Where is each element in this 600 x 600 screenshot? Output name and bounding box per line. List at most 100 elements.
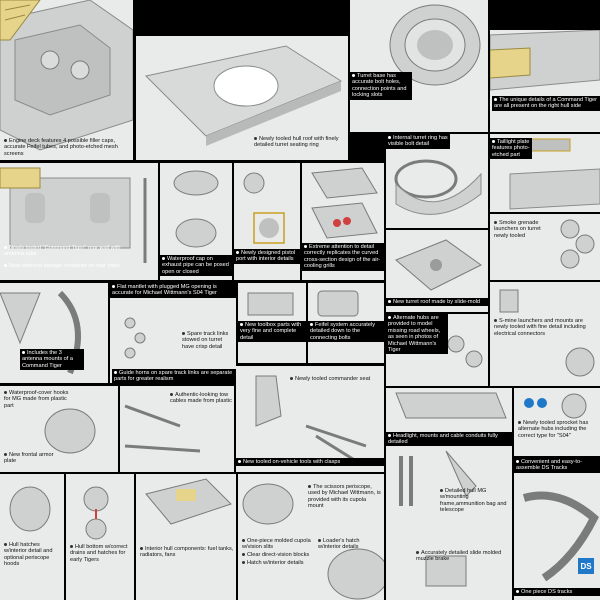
caption-command-details: The unique details of a Command Tiger ar… (492, 96, 600, 111)
caption-loader-hatch: Loader's hatch w/interior details (318, 538, 360, 551)
caption-turret-ring: Internal turret ring has visible bolt de… (386, 134, 450, 149)
rear-wall-illustration (0, 167, 147, 263)
panel-turret-ring: Internal turret ring has visible bolt de… (386, 134, 488, 228)
panel-smine: S-mine launchers and mounts are newly to… (490, 282, 600, 386)
mantlet-illustration (124, 317, 146, 359)
panel-rear-wall: Newly tooled "Command Tiger" rear wall w… (0, 163, 158, 280)
panel-hull-mg: Detailed hull MG w/mounting frame,ammuni… (386, 446, 512, 600)
hull-hatches-illustration (9, 486, 51, 532)
panel-cupola: The scissors periscope, used by Michael … (238, 474, 384, 600)
taillight-illustration (509, 138, 600, 210)
panel-tow-cables: Authentic-looking tow cables made from p… (120, 386, 234, 472)
panel-turret-base: Turret base has accurate bolt holes, con… (350, 0, 488, 132)
caption-engine-deck: Engine deck features 4 possible filler c… (4, 138, 118, 157)
panel-pistol-port: Newly designed pistol port with interior… (234, 163, 300, 280)
caption-rear-wall: Newly tooled "Command Tiger" rear wall w… (4, 245, 121, 258)
caption-mantlet: Flat mantlet with plugged MG opening is … (110, 283, 236, 298)
panel-spacer-top-right (490, 0, 600, 28)
panel-hull-hatches: Hull hatches w/interior detail and optio… (0, 474, 64, 600)
caption-turret-roof: New turret roof made by slide-mold (386, 298, 488, 307)
panel-mantlet: Flat mantlet with plugged MG opening is … (110, 283, 236, 383)
caption-cupola: One-piece molded cupola w/vision slits (242, 538, 311, 551)
caption-hull-hatches: Hull hatches w/interior detail and optio… (4, 542, 53, 568)
headlight-illustration (395, 392, 507, 419)
feifel-illustration (317, 290, 359, 317)
panel-ds-tracks: Convenient and easy-to-assemble DS Track… (514, 458, 600, 600)
panel-mg-covers: Waterproof-cover hooks for MG made from … (0, 386, 118, 472)
ds-logo: DS (578, 558, 594, 574)
panel-exhaust-cap: Waterproof cap on exhaust pipe can be po… (160, 163, 232, 280)
caption-hull-roof: Newly tooled hull roof with finely detai… (254, 136, 339, 149)
caption-periscope: The scissors periscope, used by Michael … (308, 484, 381, 510)
caption-alternate-hubs: Alternate hubs are provided to model mis… (386, 314, 448, 355)
caption-ds-tracks-assemble: Convenient and easy-to-assemble DS Track… (514, 458, 600, 473)
caption-muzzle-brake: Accurately detailed slide molded muzzle … (416, 550, 502, 563)
panel-hull-bottom: Hull bottom w/correct drains and hatches… (66, 474, 134, 600)
smine-illustration (499, 289, 595, 377)
caption-frontal-armor: New frontal armor plate (4, 452, 54, 465)
pistol-port-illustration (243, 172, 285, 244)
caption-interior-components: Interior hull components: fuel tanks, ra… (140, 546, 234, 559)
exhaust-cap-illustration (173, 170, 219, 248)
caption-smine: S-mine launchers and mounts are newly to… (494, 318, 586, 337)
caption-vision-blocks: Clear direct-vision blocks (242, 552, 322, 558)
alternate-hubs-illustration (447, 335, 483, 368)
turret-ring-illustration (394, 159, 482, 215)
panel-toolbox: New toolbox parts with very fine and com… (238, 283, 306, 363)
caption-antenna-storage: New antenna storage container on rear pl… (4, 263, 134, 269)
panel-smoke-launchers: Smoke grenade launchers on turret newly … (490, 214, 600, 280)
command-details-illustration (490, 30, 600, 91)
panel-interior: Interior hull components: fuel tanks, ra… (136, 474, 236, 600)
caption-guide-horns: Guide horns on spare track links are sep… (112, 369, 236, 383)
panel-command-details: The unique details of a Command Tiger ar… (490, 30, 600, 132)
panel-hull-roof: Newly tooled hull roof with finely detai… (136, 36, 348, 160)
caption-ds-tracks: One piece DS tracks (514, 588, 600, 597)
commander-seat-illustration (255, 375, 367, 463)
caption-exhaust-cap: Waterproof cap on exhaust pipe can be po… (160, 255, 232, 277)
caption-antenna-mounts: Includes the 3 antenna mounts of a Comma… (20, 349, 84, 371)
panel-spacer-top (136, 0, 348, 34)
turret-roof-illustration (395, 239, 482, 291)
panel-turret-roof: New turret roof made by slide-mold (386, 230, 488, 312)
air-grills-illustration (311, 167, 378, 239)
panel-air-grills: Extreme attention to detail correctly re… (302, 163, 384, 280)
caption-commander-seat: Newly tooled commander seat (290, 376, 382, 382)
panel-feifel: Feifel system accurately detailed down t… (308, 283, 384, 363)
panel-antenna-mounts: Includes the 3 antenna mounts of a Comma… (0, 283, 108, 383)
caption-turret-base: Turret base has accurate bolt holes, con… (350, 72, 412, 100)
hull-roof-illustration (144, 45, 343, 146)
toolbox-illustration (247, 292, 294, 316)
caption-hull-mg: Detailed hull MG w/mounting frame,ammuni… (440, 488, 507, 514)
caption-spare-track: Spare track links stowed on turret have … (182, 331, 229, 350)
caption-toolbox: New toolbox parts with very fine and com… (238, 321, 306, 343)
tow-cables-illustration (124, 404, 201, 453)
frontal-armor-illustration (44, 408, 96, 454)
caption-feifel: Feifel system accurately detailed down t… (308, 321, 384, 343)
smoke-launchers-illustration (560, 219, 595, 269)
caption-headlight: Headlight, mounts and cable conduits ful… (386, 432, 512, 444)
cupola-illustration (242, 483, 384, 600)
engine-deck-illustration (0, 0, 133, 151)
periscope-illustration (399, 450, 477, 587)
panel-taillight: Taillight plate features photo-etched pa… (490, 134, 600, 212)
panel-headlight: Headlight, mounts and cable conduits ful… (386, 388, 512, 444)
sprocket-illustration (524, 393, 587, 419)
caption-tow-cables: Authentic-looking tow cables made from p… (170, 392, 232, 405)
ds-tracks-illustration (522, 491, 599, 582)
caption-air-grills: Extreme attention to detail correctly re… (302, 243, 384, 271)
caption-sprocket: Newly tooled sprocket has alternate hubs… (518, 420, 589, 439)
caption-hull-bottom: Hull bottom w/correct drains and hatches… (70, 544, 128, 563)
caption-mg-covers: Waterproof-cover hooks for MG made from … (4, 390, 69, 409)
caption-hatch-interior: Hatch w/interior details (242, 560, 322, 566)
interior-illustration (145, 478, 232, 525)
panel-alternate-hubs: Alternate hubs are provided to model mis… (386, 314, 488, 386)
caption-pistol-port: Newly designed pistol port with interior… (234, 249, 300, 264)
caption-taillight: Taillight plate features photo-etched pa… (490, 138, 532, 160)
panel-sprocket: Newly tooled sprocket has alternate hubs… (514, 388, 600, 456)
hull-bottom-illustration (83, 486, 109, 540)
caption-vehicle-tools: New tooled on-vehicle tools with clasps (236, 458, 384, 467)
turret-base-illustration (389, 4, 481, 86)
panel-commander-seat: Newly tooled commander seat New tooled o… (236, 366, 384, 472)
caption-smoke-launchers: Smoke grenade launchers on turret newly … (494, 220, 541, 239)
